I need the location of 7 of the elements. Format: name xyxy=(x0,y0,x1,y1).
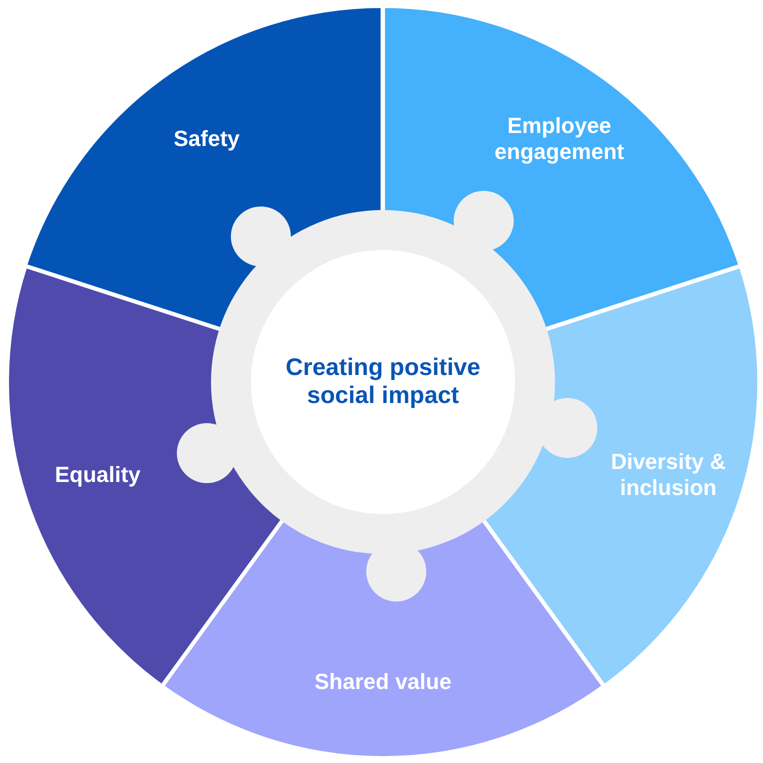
segment-label: Employee engagement xyxy=(494,113,626,166)
segment-label: Shared value xyxy=(314,668,452,695)
segment-label: Equality xyxy=(54,462,142,488)
center-title: Creating positive social impact xyxy=(284,354,482,410)
puzzle-segment xyxy=(162,518,604,758)
segment-label: Safety xyxy=(172,126,241,152)
segment-label: Diversity & inclusion xyxy=(610,448,727,501)
